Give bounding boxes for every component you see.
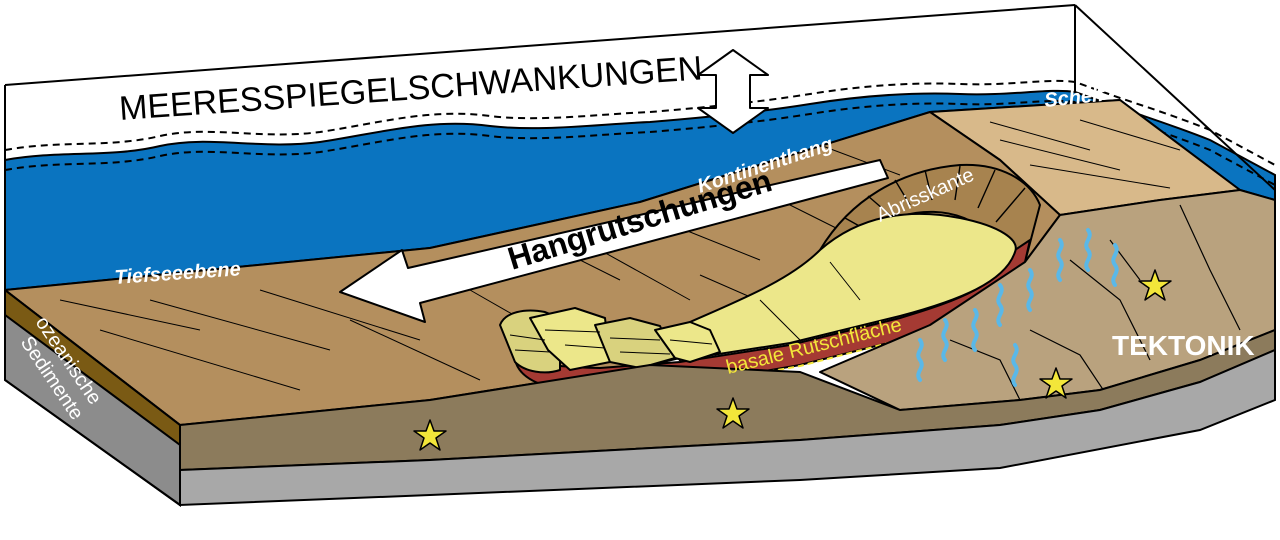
shelf-hatching: [989, 119, 1181, 189]
tectonics-label: TEKTONIK: [1112, 330, 1255, 361]
sea-level-line-lower: [4, 99, 1276, 186]
seafloor-hatching: [59, 144, 901, 391]
box-frame: [4, 4, 1276, 505]
landslide-arrow: [339, 159, 889, 323]
headscarp-steps: [844, 165, 1026, 233]
earthquake-star-icon: [1039, 367, 1073, 399]
slide-body-hatching: [759, 261, 861, 341]
slide-block-texture: [509, 329, 713, 355]
earthquake-star-icon: [1138, 269, 1172, 301]
earthquake-star-icon: [716, 397, 750, 429]
headscarp-rim: [817, 163, 1042, 264]
earthquake-star-icon: [413, 419, 447, 451]
sea-level-line-upper: [4, 79, 1276, 166]
sea-level-double-arrow: [697, 49, 769, 134]
slide-body: [678, 212, 1017, 362]
earthquake-star-icons: [413, 269, 1172, 451]
slide-blocks: [499, 307, 721, 374]
fluid-escape-icons: [916, 228, 1119, 387]
